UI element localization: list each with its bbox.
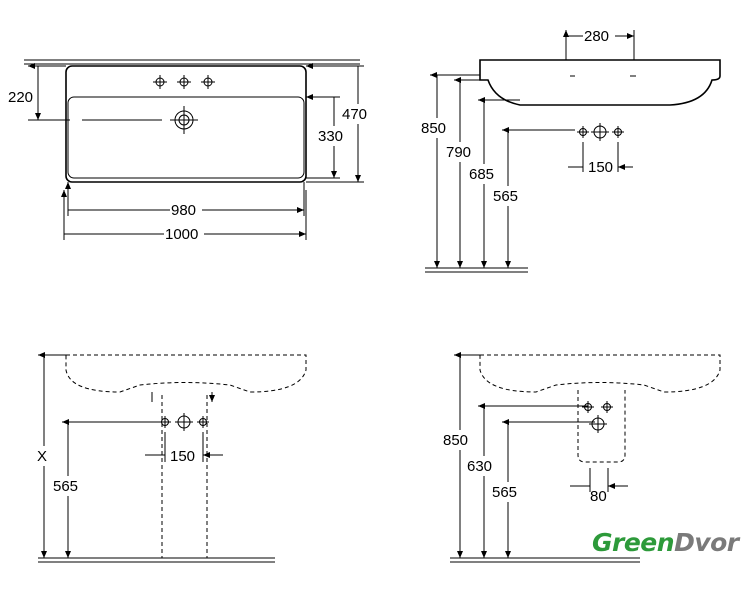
- pedestal-view: X 565 150: [34, 354, 307, 563]
- dim-685: 685: [469, 166, 494, 183]
- basin-dashed-outline: [479, 354, 721, 393]
- dim-470: 470: [342, 106, 367, 123]
- drain-icon: [82, 106, 198, 134]
- pedestal-outline: [161, 395, 208, 558]
- hole-icons: [577, 123, 624, 141]
- dim-220: 220: [8, 89, 33, 106]
- dim-1000: 1000: [165, 226, 198, 243]
- dim-565: 565: [492, 484, 517, 501]
- floor-hatch: [450, 557, 640, 563]
- dim-565: 565: [53, 478, 78, 495]
- semi-pedestal-outline: [577, 390, 626, 463]
- bowl-outline: [67, 96, 305, 179]
- hole-icons: [159, 413, 209, 431]
- dim-x: X: [37, 448, 47, 465]
- dim-330: 330: [318, 128, 343, 145]
- dim-850: 850: [443, 432, 468, 449]
- dim-280: 280: [584, 28, 609, 45]
- basin-side-outline: [479, 59, 721, 106]
- logo-grey-part: Dvor: [674, 528, 739, 557]
- dim-850: 850: [421, 120, 446, 137]
- floor-hatch: [425, 267, 528, 273]
- dim-630: 630: [467, 458, 492, 475]
- dim-80: 80: [590, 488, 607, 505]
- basin-dashed-outline: [65, 354, 307, 393]
- side-view: 280 850 790 685 565 150: [418, 26, 721, 273]
- hole-icons: [582, 401, 613, 433]
- top-view: 220 330 470 980 1000: [8, 60, 373, 244]
- semi-pedestal-view: 850 630 565 80: [441, 354, 721, 563]
- tap-hole-icons: [153, 75, 215, 89]
- dim-790: 790: [446, 144, 471, 161]
- greendvor-logo: GreenDvor: [592, 528, 739, 557]
- wall-hatch: [24, 59, 360, 65]
- floor-hatch: [38, 557, 275, 563]
- dim-150: 150: [170, 448, 195, 465]
- logo-green-part: Green: [592, 528, 675, 557]
- basin-outline: [65, 65, 307, 183]
- dim-150: 150: [588, 159, 613, 176]
- dim-980: 980: [171, 202, 196, 219]
- dim-565: 565: [493, 188, 518, 205]
